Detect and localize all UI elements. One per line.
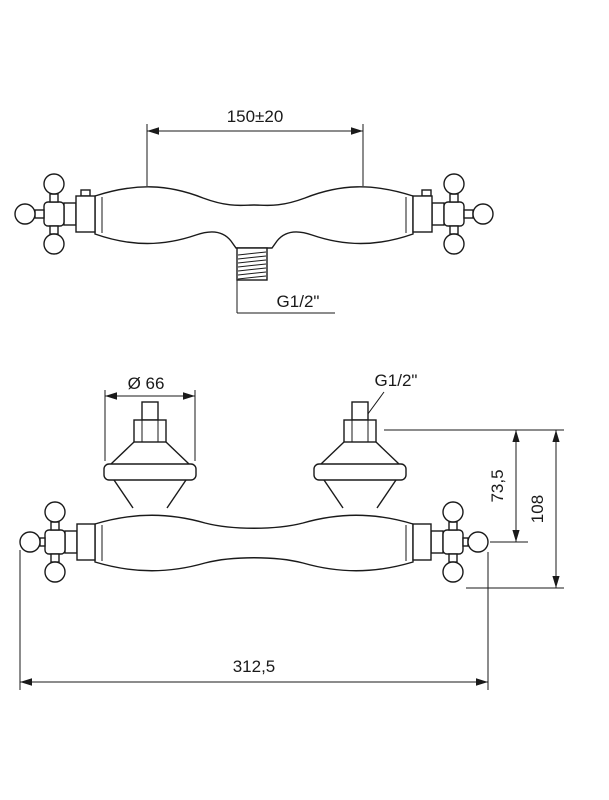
body-outline bbox=[94, 186, 414, 249]
dim-height-to-center: 73,5 bbox=[384, 429, 564, 543]
left-escutcheon bbox=[103, 401, 197, 509]
handle-stem bbox=[50, 521, 60, 531]
handle-ball bbox=[44, 501, 66, 523]
mixer-body-top bbox=[80, 186, 432, 249]
dim-label-total-width: 312,5 bbox=[233, 657, 276, 676]
skirt-line bbox=[376, 479, 397, 509]
escutcheon-flange bbox=[103, 463, 197, 481]
dim-total-height: 108 bbox=[466, 430, 564, 589]
skirt-line bbox=[323, 479, 344, 509]
set-screw bbox=[80, 189, 91, 197]
handle-ball bbox=[14, 203, 36, 225]
arrowhead-right bbox=[351, 127, 363, 135]
inlet-stub bbox=[351, 401, 369, 421]
front-view: Ø 66 G1/2" bbox=[19, 371, 564, 690]
handle-adapter bbox=[412, 195, 433, 233]
handle-stem bbox=[39, 537, 46, 547]
connection-nut bbox=[343, 419, 377, 443]
arrowhead-top bbox=[552, 430, 560, 442]
handle-adapter bbox=[412, 523, 432, 561]
handle-hub bbox=[443, 201, 465, 227]
handle-hub bbox=[442, 529, 464, 555]
cone-line bbox=[320, 441, 345, 465]
handle-stem bbox=[449, 193, 459, 203]
handle-adapter bbox=[75, 195, 96, 233]
handle-stem bbox=[448, 553, 458, 563]
handle-hub bbox=[43, 201, 65, 227]
dim-escutcheon-diameter: Ø 66 bbox=[104, 374, 196, 461]
body-outline bbox=[94, 514, 414, 572]
arrowhead-bottom bbox=[512, 530, 520, 542]
handle-ball bbox=[19, 531, 41, 553]
connection-nut bbox=[133, 419, 167, 443]
handle-adapter bbox=[76, 523, 96, 561]
handle-ball bbox=[442, 561, 464, 583]
skirt-line bbox=[113, 479, 134, 509]
handle-ball bbox=[443, 233, 465, 255]
handle-stem bbox=[49, 225, 59, 235]
handle-stem bbox=[462, 537, 469, 547]
skirt-line bbox=[166, 479, 187, 509]
handle-hub bbox=[44, 529, 66, 555]
handle-ball bbox=[43, 233, 65, 255]
handle-ball bbox=[467, 531, 489, 553]
dim-total-width: 312,5 bbox=[19, 550, 489, 690]
handle-stem bbox=[449, 225, 459, 235]
handle-stem bbox=[463, 209, 474, 219]
handle-adapter bbox=[63, 202, 77, 226]
handle-adapter bbox=[431, 202, 445, 226]
dim-label-center-distance: 150±20 bbox=[227, 107, 284, 126]
cone-line bbox=[165, 441, 190, 465]
handle-adapter bbox=[64, 530, 78, 554]
arrowhead-left bbox=[147, 127, 159, 135]
top-view: 150±20 bbox=[14, 107, 494, 314]
handle-stem bbox=[34, 209, 45, 219]
outlet-thread bbox=[236, 247, 268, 281]
handle-ball bbox=[43, 173, 65, 195]
inlet-thread-callout: G1/2" bbox=[361, 371, 418, 423]
inlet-stub bbox=[141, 401, 159, 421]
handle-stem bbox=[49, 193, 59, 203]
cone-line bbox=[375, 441, 400, 465]
handle-ball bbox=[442, 501, 464, 523]
left-handle-front bbox=[19, 501, 96, 583]
handle-adapter bbox=[430, 530, 444, 554]
right-escutcheon bbox=[313, 401, 407, 509]
right-handle-front bbox=[412, 501, 489, 583]
dim-label-diameter: Ø 66 bbox=[128, 374, 165, 393]
arrowhead-bottom bbox=[552, 576, 560, 588]
right-handle-top bbox=[412, 173, 494, 255]
handle-ball bbox=[472, 203, 494, 225]
arrowhead-right bbox=[183, 392, 195, 400]
arrowhead-left bbox=[20, 678, 32, 686]
dim-label-height-to-center: 73,5 bbox=[488, 469, 507, 502]
dim-center-distance: 150±20 bbox=[146, 107, 364, 186]
inlet-thread-label: G1/2" bbox=[375, 371, 418, 390]
left-handle-top bbox=[14, 173, 96, 255]
outlet-thread-callout: G1/2" bbox=[236, 280, 335, 314]
arrowhead-top bbox=[512, 430, 520, 442]
handle-stem bbox=[50, 553, 60, 563]
set-screw bbox=[421, 189, 432, 197]
handle-stem bbox=[448, 521, 458, 531]
thread-hatch bbox=[237, 251, 267, 280]
dim-label-total-height: 108 bbox=[528, 495, 547, 523]
handle-ball bbox=[44, 561, 66, 583]
arrowhead-left bbox=[105, 392, 117, 400]
mixer-body-front bbox=[94, 514, 414, 572]
arrowhead-right bbox=[476, 678, 488, 686]
cone-line bbox=[110, 441, 135, 465]
escutcheon-flange bbox=[313, 463, 407, 481]
outlet-thread-label: G1/2" bbox=[277, 292, 320, 311]
handle-ball bbox=[443, 173, 465, 195]
